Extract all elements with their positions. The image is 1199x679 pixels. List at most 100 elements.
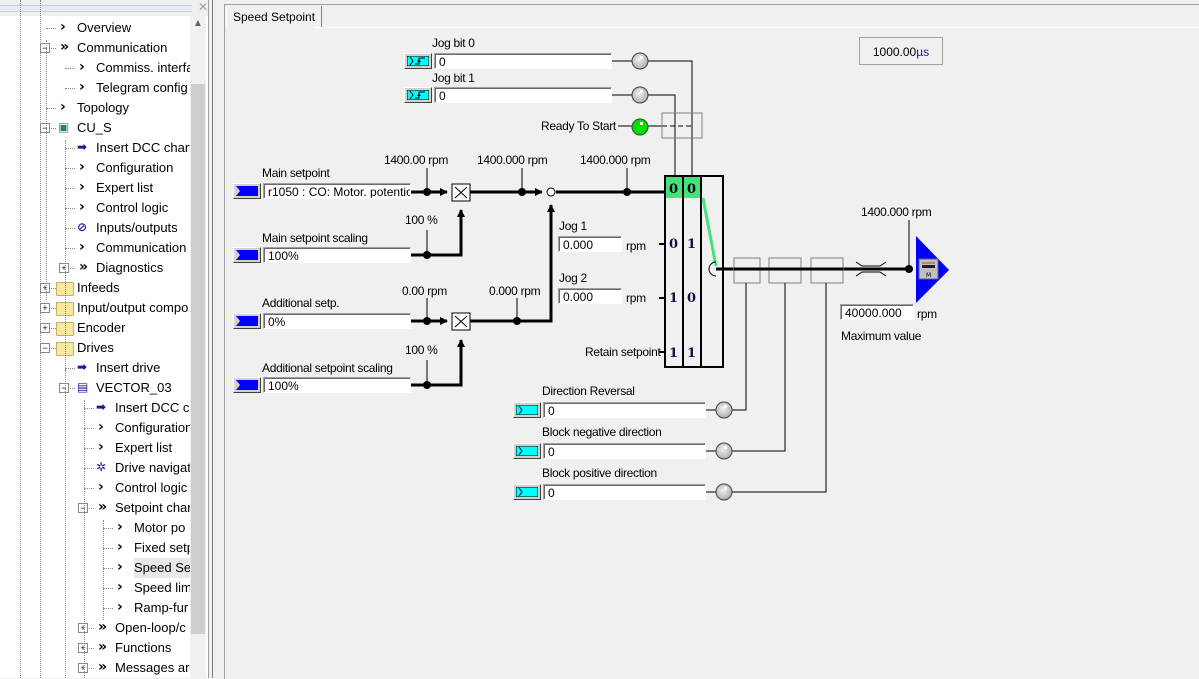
sum-result-value: 1400.000 rpm bbox=[580, 153, 651, 167]
close-icon[interactable]: ✕ bbox=[198, 0, 209, 14]
main-scaling-connector-button[interactable] bbox=[233, 247, 261, 263]
chevron-right-icon: › bbox=[117, 579, 123, 595]
tree-item[interactable]: ›Telegram config bbox=[0, 78, 190, 98]
tree-item[interactable]: +»Open-loop/c bbox=[0, 618, 190, 638]
collapse-icon[interactable]: − bbox=[59, 383, 69, 393]
tree-item[interactable]: ✲Drive navigat bbox=[0, 458, 191, 478]
panel-splitter[interactable] bbox=[208, 0, 223, 678]
tree-item[interactable]: ›Topology bbox=[0, 98, 190, 118]
tree-item[interactable]: ›Overview bbox=[0, 18, 190, 38]
insert-icon: ➡ bbox=[77, 360, 88, 374]
tree-item[interactable]: +»Functions bbox=[0, 638, 190, 658]
tree-item[interactable]: +»Diagnostics bbox=[0, 258, 190, 278]
tree-item[interactable]: ›Control logic bbox=[0, 198, 190, 218]
tree-item[interactable]: ›Speed lim bbox=[0, 578, 192, 598]
tree-item-label: Drive navigat bbox=[115, 460, 191, 475]
output-connector[interactable]: M bbox=[916, 236, 949, 303]
tree-item[interactable]: −▤VECTOR_03 bbox=[0, 378, 190, 398]
selector-cell: 0 bbox=[687, 182, 696, 197]
main-setpoint-label: Main setpoint bbox=[262, 166, 330, 180]
double-chevron-icon: » bbox=[60, 39, 70, 55]
additional-setpoint-connector-button[interactable] bbox=[233, 313, 261, 329]
tree-item[interactable]: ›Configuration bbox=[0, 418, 193, 438]
tree-item[interactable]: ›Communication bbox=[0, 238, 190, 258]
expand-icon[interactable]: + bbox=[78, 643, 88, 653]
jog-bit-0-field[interactable]: 0 bbox=[434, 53, 612, 69]
tree-item[interactable]: ›Speed Se bbox=[0, 558, 192, 578]
maximum-value-field[interactable]: 40000.000 bbox=[840, 304, 914, 320]
jog2-unit: rpm bbox=[626, 291, 646, 305]
block-negative-label: Block negative direction bbox=[542, 425, 662, 439]
scrollbar-thumb[interactable] bbox=[191, 84, 205, 634]
tree-item-label: Motor po bbox=[134, 520, 186, 535]
block-negative-field[interactable]: 0 bbox=[543, 443, 706, 459]
block-positive-connector-button[interactable] bbox=[513, 484, 541, 500]
ready-to-start-led bbox=[631, 118, 649, 136]
tab-speed-setpoint[interactable]: Speed Setpoint bbox=[226, 6, 323, 28]
collapse-icon[interactable]: − bbox=[78, 503, 88, 513]
additional-multiplier bbox=[451, 312, 471, 331]
tree-item[interactable]: ›Commiss. interfa bbox=[0, 58, 194, 78]
maximum-unit: rpm bbox=[917, 307, 937, 321]
additional-setpoint-label: Additional setp. bbox=[262, 296, 340, 310]
maximum-label: Maximum value bbox=[841, 329, 922, 343]
jog-bit-1-led bbox=[631, 86, 649, 104]
tree-item[interactable]: ›Fixed setp bbox=[0, 538, 194, 558]
tree-item[interactable]: +»Messages ar bbox=[0, 658, 190, 678]
tree-item[interactable]: ›Ramp-fur bbox=[0, 598, 190, 618]
block-positive-field[interactable]: 0 bbox=[543, 484, 706, 500]
jog-bit-0-label: Jog bit 0 bbox=[432, 36, 475, 50]
additional-setpoint-value: 0.00 rpm bbox=[402, 284, 447, 298]
tree-item-label: Encoder bbox=[77, 320, 126, 335]
selector-cell: 0 bbox=[687, 291, 696, 306]
tree-item[interactable]: ➡Insert DCC cl bbox=[0, 398, 193, 418]
selector-cell: 0 bbox=[669, 182, 678, 197]
tree-item[interactable]: ›Configuration bbox=[0, 158, 190, 178]
tree-item[interactable]: ›Expert list bbox=[0, 178, 190, 198]
jog2-field[interactable]: 0.000 bbox=[558, 288, 622, 304]
additional-setpoint-field[interactable]: 0% bbox=[263, 313, 411, 329]
tree-item[interactable]: ⊘Inputs/outputs bbox=[0, 218, 190, 238]
block-positive-led bbox=[715, 483, 733, 501]
tree-item-label: Expert list bbox=[96, 180, 154, 195]
tree-scrollbar[interactable]: ▲ bbox=[190, 16, 206, 678]
main-scaling-field[interactable]: 100% bbox=[263, 247, 411, 263]
measure-dots bbox=[423, 188, 913, 389]
chevron-right-icon: › bbox=[117, 559, 123, 575]
tree-item-label: Communication bbox=[96, 240, 187, 255]
tree-item-label: Configuration bbox=[115, 420, 193, 435]
direction-reversal-field[interactable]: 0 bbox=[543, 402, 706, 418]
tree-item[interactable]: ›Motor po bbox=[0, 518, 190, 538]
tree-item[interactable]: ›Control logic bbox=[0, 478, 190, 498]
direction-reversal-connector-button[interactable] bbox=[513, 402, 541, 418]
tree-item-label: Topology bbox=[77, 100, 130, 115]
additional-scaling-connector-button[interactable] bbox=[233, 377, 261, 393]
main-setpoint-source-field[interactable]: r1050 : CO: Motor. potentiomet bbox=[263, 183, 411, 199]
main-setpoint-connector-button[interactable] bbox=[233, 183, 261, 199]
block-negative-led bbox=[715, 442, 733, 460]
block-negative-connector-button[interactable] bbox=[513, 443, 541, 459]
sample-time-unit: µs bbox=[916, 45, 930, 59]
scroll-up-icon[interactable]: ▲ bbox=[193, 18, 203, 29]
tree-item[interactable]: ➡Insert drive bbox=[0, 358, 190, 378]
tree-item[interactable]: −» Setpoint chan bbox=[0, 498, 195, 518]
tree-item-label: Setpoint chan bbox=[115, 500, 195, 515]
additional-scaling-field[interactable]: 100% bbox=[263, 377, 411, 393]
additional-scaling-label: Additional setpoint scaling bbox=[262, 361, 393, 375]
jog-bit-1-field[interactable]: 0 bbox=[434, 87, 612, 103]
tree-item[interactable]: ➡Insert DCC chart bbox=[0, 138, 193, 158]
tree-item[interactable]: ›Expert list bbox=[0, 438, 190, 458]
jog1-field[interactable]: 0.000 bbox=[558, 236, 622, 252]
jog-bit-1-connector-button[interactable] bbox=[404, 87, 432, 103]
jog-bit-0-connector-button[interactable] bbox=[404, 53, 432, 69]
double-chevron-icon: » bbox=[79, 259, 89, 275]
additional-result-value: 0.000 rpm bbox=[489, 284, 541, 298]
titlebar-grip[interactable] bbox=[0, 5, 192, 12]
jog2-label: Jog 2 bbox=[559, 271, 587, 285]
expand-icon[interactable]: + bbox=[78, 623, 88, 633]
double-chevron-icon: » bbox=[98, 499, 108, 515]
expand-icon[interactable]: + bbox=[78, 663, 88, 673]
expand-icon[interactable]: + bbox=[59, 263, 69, 273]
tree-item-label: Insert DCC cl bbox=[115, 400, 193, 415]
